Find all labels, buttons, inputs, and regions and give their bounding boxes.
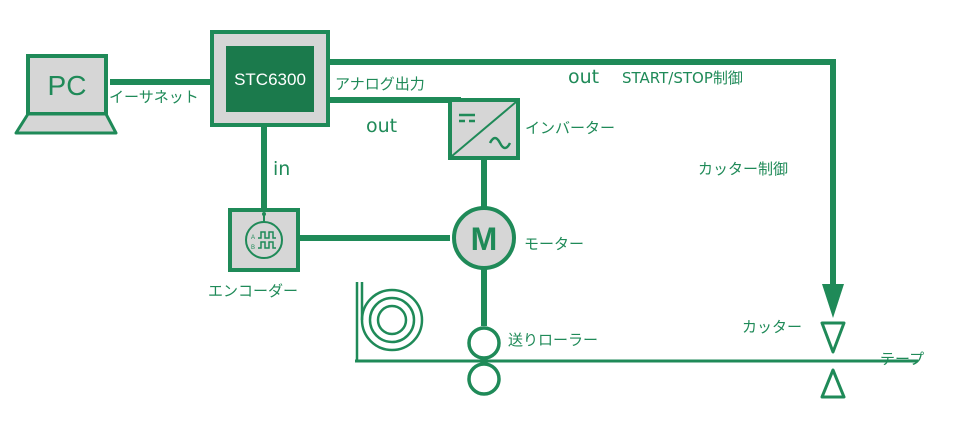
pc-label: PC — [48, 70, 87, 101]
svg-text:A: A — [251, 235, 255, 241]
start-stop-label: START/STOP制御 — [622, 69, 743, 87]
motor-symbol: M — [471, 221, 498, 257]
cutter-arrowhead — [822, 284, 844, 318]
laptop-icon — [14, 54, 118, 135]
cutter-blade-icon — [820, 321, 846, 399]
encoder-pulse-icon: A B — [228, 208, 300, 272]
roller-icon — [467, 326, 501, 396]
cutter-control-label: カッター制御 — [698, 160, 789, 178]
feed-roller-label: 送りローラー — [508, 331, 599, 349]
tape-roll-icon — [355, 282, 424, 361]
tape-label: テープ — [880, 350, 925, 368]
out-label-top: out — [568, 66, 600, 88]
motor-circle — [452, 206, 516, 270]
svg-text:B: B — [251, 245, 255, 251]
out-label-mid: out — [366, 115, 398, 137]
controller-screen — [226, 46, 314, 112]
cutter-label: カッター — [742, 318, 803, 336]
analog-line — [328, 97, 461, 108]
encoder-label: エンコーダー — [208, 282, 299, 300]
ethernet-label: イーサネット — [109, 88, 199, 106]
in-label: in — [273, 158, 291, 180]
inverter-label: インバーター — [525, 119, 616, 137]
inverter-symbol-icon — [448, 98, 520, 160]
start-stop-line — [328, 59, 836, 288]
analog-output-label: アナログ出力 — [335, 75, 425, 93]
motor-label: モーター — [524, 235, 585, 253]
controller-label: STC6300 — [234, 70, 306, 89]
